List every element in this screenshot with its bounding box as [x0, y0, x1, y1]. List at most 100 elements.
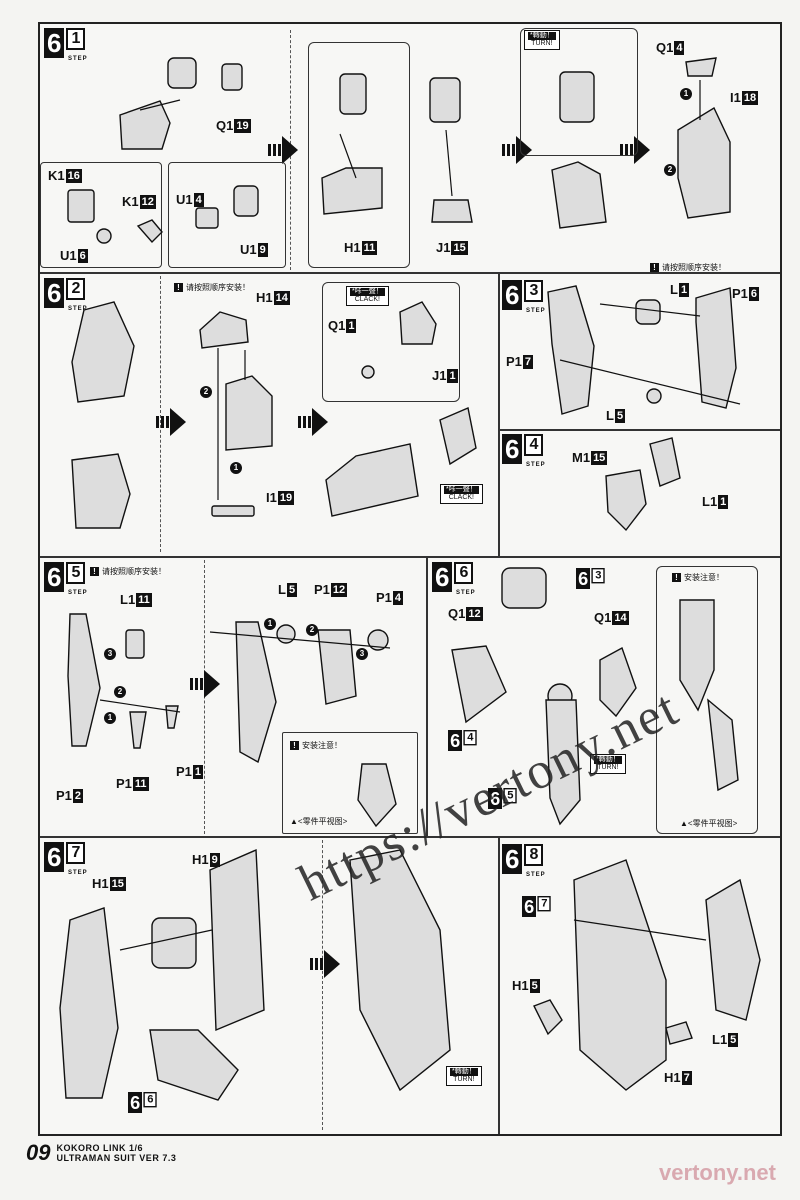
- step-ref-6-4: 6 4: [448, 730, 477, 751]
- attention-note: !安装注意！: [290, 740, 342, 751]
- clack-tag: *咔一聲！CLACK!: [440, 484, 483, 504]
- page-footer: 09 KOKORO LINK 1/6 ULTRAMAN SUIT VER 7.3: [26, 1140, 176, 1166]
- detail-frame: [168, 162, 286, 268]
- col-divider: [498, 838, 500, 1134]
- order-marker-2: 2: [114, 686, 126, 698]
- order-marker-1: 1: [264, 618, 276, 630]
- step-6-5-badge: 6 5 STEP: [44, 562, 87, 596]
- arrow-right-icon: [156, 408, 186, 436]
- row-divider-2: [40, 556, 780, 558]
- col-divider: [160, 276, 161, 552]
- step-6-2-badge: 6 2 STEP: [44, 278, 87, 312]
- step-ref-6-5: 6 5: [488, 788, 517, 809]
- step-ref-6-7: 6 7: [522, 896, 551, 917]
- clack-tag: *咔一聲！CLACK!: [346, 286, 389, 306]
- assembly-order-note: !请按照顺序安装！: [90, 566, 166, 577]
- step-6-1-badge: 6 1 STEP: [44, 28, 87, 62]
- assembly-order-note: !请按照顺序安装！: [650, 262, 726, 273]
- page-number: 09: [26, 1140, 51, 1165]
- order-marker-1: 1: [104, 712, 116, 724]
- step-6-7-badge: 6 7 STEP: [44, 842, 87, 876]
- step-6-3-badge: 6 3 STEP: [502, 280, 545, 314]
- attention-note: !安装注意！: [672, 572, 724, 583]
- top-view-caption: ▲<零件平视图>: [680, 819, 738, 828]
- arrow-right-icon: [268, 136, 298, 164]
- turn-tag: *轉動！TURN!: [446, 1066, 482, 1086]
- arrow-right-icon: [310, 950, 340, 978]
- row-divider-3: [40, 836, 780, 838]
- step-6-8-badge: 6 8 STEP: [502, 844, 545, 878]
- detail-frame: [40, 162, 162, 268]
- turn-tag: *轉動！TURN!: [524, 30, 560, 50]
- step-ref-6-3: 6 3: [576, 568, 605, 589]
- row-divider-64: [498, 429, 780, 431]
- warning-icon: !: [290, 741, 299, 750]
- order-marker-3: 3: [104, 648, 116, 660]
- row-divider-1: [40, 272, 780, 274]
- detail-frame: [282, 732, 418, 834]
- detail-frame: [308, 42, 410, 268]
- product-title: KOKORO LINK 1/6 ULTRAMAN SUIT VER 7.3: [56, 1143, 177, 1163]
- arrow-right-icon: [190, 670, 220, 698]
- detail-frame: [322, 282, 460, 402]
- step-ref-6-6: 6 6: [128, 1092, 157, 1113]
- top-view-caption: ▲<零件平视图>: [290, 817, 348, 826]
- order-marker-1: 1: [680, 88, 692, 100]
- col-divider: [322, 840, 323, 1130]
- assembly-order-note: !请按照顺序安装！: [174, 282, 250, 293]
- order-marker-2: 2: [200, 386, 212, 398]
- order-marker-3: 3: [356, 648, 368, 660]
- order-marker-2: 2: [306, 624, 318, 636]
- warning-icon: !: [90, 567, 99, 576]
- col-divider: [426, 558, 428, 836]
- watermark-site: vertony.net: [659, 1160, 776, 1185]
- arrow-right-icon: [620, 136, 650, 164]
- order-marker-2: 2: [664, 164, 676, 176]
- turn-tag: *轉動！TURN!: [590, 754, 626, 774]
- arrow-right-icon: [298, 408, 328, 436]
- warning-icon: !: [650, 263, 659, 272]
- warning-icon: !: [672, 573, 681, 582]
- order-marker-1: 1: [230, 462, 242, 474]
- col-divider: [498, 274, 500, 556]
- detail-frame: [520, 28, 638, 156]
- step-6-4-badge: 6 4 STEP: [502, 434, 545, 468]
- detail-frame: [656, 566, 758, 834]
- step-6-6-badge: 6 6 STEP: [432, 562, 475, 596]
